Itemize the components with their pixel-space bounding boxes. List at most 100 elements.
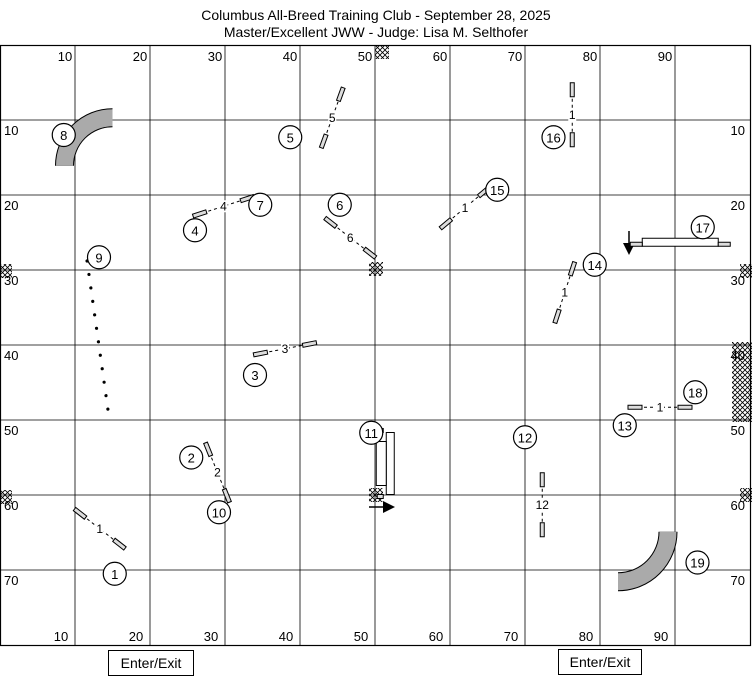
marker-12: 12 <box>512 425 538 450</box>
marker-circle <box>182 218 208 243</box>
jump-height-label: 5 <box>329 111 336 125</box>
jump-wing <box>569 82 575 98</box>
marker-number: 2 <box>188 451 195 466</box>
obstacle-jump-3: 3 <box>252 340 318 358</box>
jump-label-bg <box>219 200 228 213</box>
left-axis-label: 10 <box>4 123 18 138</box>
weave-pole <box>102 380 106 384</box>
marker-circle <box>582 252 607 277</box>
marker-7: 7 <box>248 192 273 217</box>
jump-height-label: 2 <box>214 466 221 480</box>
jump-label-bg <box>213 466 222 479</box>
jump-wing <box>72 506 88 520</box>
tunnel-body <box>617 531 677 591</box>
marker-circle <box>179 445 204 470</box>
jump-label-bg <box>560 286 569 299</box>
course-subtitle: Master/Excellent JWW - Judge: Lisa M. Se… <box>223 24 529 40</box>
enter-exit-right: Enter/Exit <box>558 649 642 675</box>
right-axis-label: 50 <box>731 423 745 438</box>
jump-wing <box>301 340 318 348</box>
right-axis-label: 70 <box>731 573 745 588</box>
bottom-axis-label: 20 <box>129 629 143 644</box>
jump-height-label: 6 <box>347 231 354 245</box>
bottom-axis-label: 40 <box>279 629 293 644</box>
bottom-axis-label: 80 <box>579 629 593 644</box>
left-axis-label: 50 <box>4 423 18 438</box>
marker-16: 16 <box>541 125 566 150</box>
obstacle-jump-5: 5 <box>318 86 346 150</box>
marker-8: 8 <box>51 122 76 148</box>
marker-11: 11 <box>359 420 384 445</box>
course-title: Columbus All-Breed Training Club - Septe… <box>201 7 551 23</box>
weave-pole <box>91 299 95 303</box>
weave-pole <box>98 353 102 357</box>
jump-wing <box>376 494 384 499</box>
marker-number: 7 <box>257 198 264 213</box>
marker-circle <box>86 245 112 270</box>
jump-wing <box>335 86 346 103</box>
hatched-area <box>740 488 752 502</box>
marker-circle <box>278 125 303 150</box>
marker-circle <box>541 125 566 150</box>
marker-circle <box>102 561 127 586</box>
jump-wing <box>191 209 208 219</box>
jump-wing <box>677 404 693 410</box>
marker-number: 10 <box>212 505 226 520</box>
jump-height-label: 1 <box>96 522 103 536</box>
marker-number: 4 <box>191 223 198 238</box>
bottom-axis-label: 10 <box>54 629 68 644</box>
marker-4: 4 <box>182 218 208 243</box>
marker-6: 6 <box>327 192 352 217</box>
jump-wing <box>567 260 578 277</box>
marker-2: 2 <box>179 445 204 470</box>
top-axis-label: 80 <box>583 49 597 64</box>
obstacle-tunnel-19 <box>617 531 678 592</box>
weave-pole <box>106 407 110 411</box>
right-axis-label: 20 <box>731 198 745 213</box>
jump-label-bg <box>95 522 104 535</box>
marker-circle <box>51 122 76 148</box>
marker-circle <box>206 500 232 525</box>
jump-wing <box>539 472 545 488</box>
marker-number: 11 <box>365 426 379 441</box>
hatched-area <box>732 342 752 422</box>
obstacle-panel-17 <box>629 237 731 247</box>
left-axis-label: 70 <box>4 573 18 588</box>
top-axis-label: 90 <box>658 49 672 64</box>
jump-wing <box>203 441 214 458</box>
jump-wing <box>569 132 575 148</box>
marker-circle <box>485 177 510 202</box>
marker-circle <box>685 550 710 575</box>
grid-lines <box>0 44 752 647</box>
marker-number: 19 <box>690 556 704 571</box>
marker-number: 18 <box>688 385 702 400</box>
bottom-axis-label: 50 <box>354 629 368 644</box>
marker-number: 13 <box>618 418 632 433</box>
jump-wing <box>552 308 562 325</box>
marker-circle <box>683 380 708 405</box>
marker-1: 1 <box>102 561 127 586</box>
marker-number: 15 <box>490 183 504 198</box>
jump-wing <box>438 217 454 231</box>
marker-17: 17 <box>690 215 715 240</box>
jump-wing <box>252 349 269 358</box>
jump-label-bg <box>281 342 289 355</box>
marker-3: 3 <box>242 362 268 388</box>
marker-circle <box>242 362 268 388</box>
marker-circle <box>359 420 384 445</box>
obstacle-jump-12: 12 <box>536 472 549 538</box>
marker-14: 14 <box>582 252 607 277</box>
marker-circle <box>512 425 538 450</box>
top-axis-label: 50 <box>358 49 372 64</box>
jump-label-bg <box>656 401 664 414</box>
jump-label-bg <box>328 111 337 124</box>
bottom-axis-label: 90 <box>654 629 668 644</box>
marker-circle <box>248 192 273 217</box>
weave-pole <box>94 326 99 330</box>
jump-label-bg <box>461 201 469 214</box>
marker-19: 19 <box>685 550 710 575</box>
weave-pole <box>87 272 91 277</box>
weave-pole <box>89 286 93 290</box>
